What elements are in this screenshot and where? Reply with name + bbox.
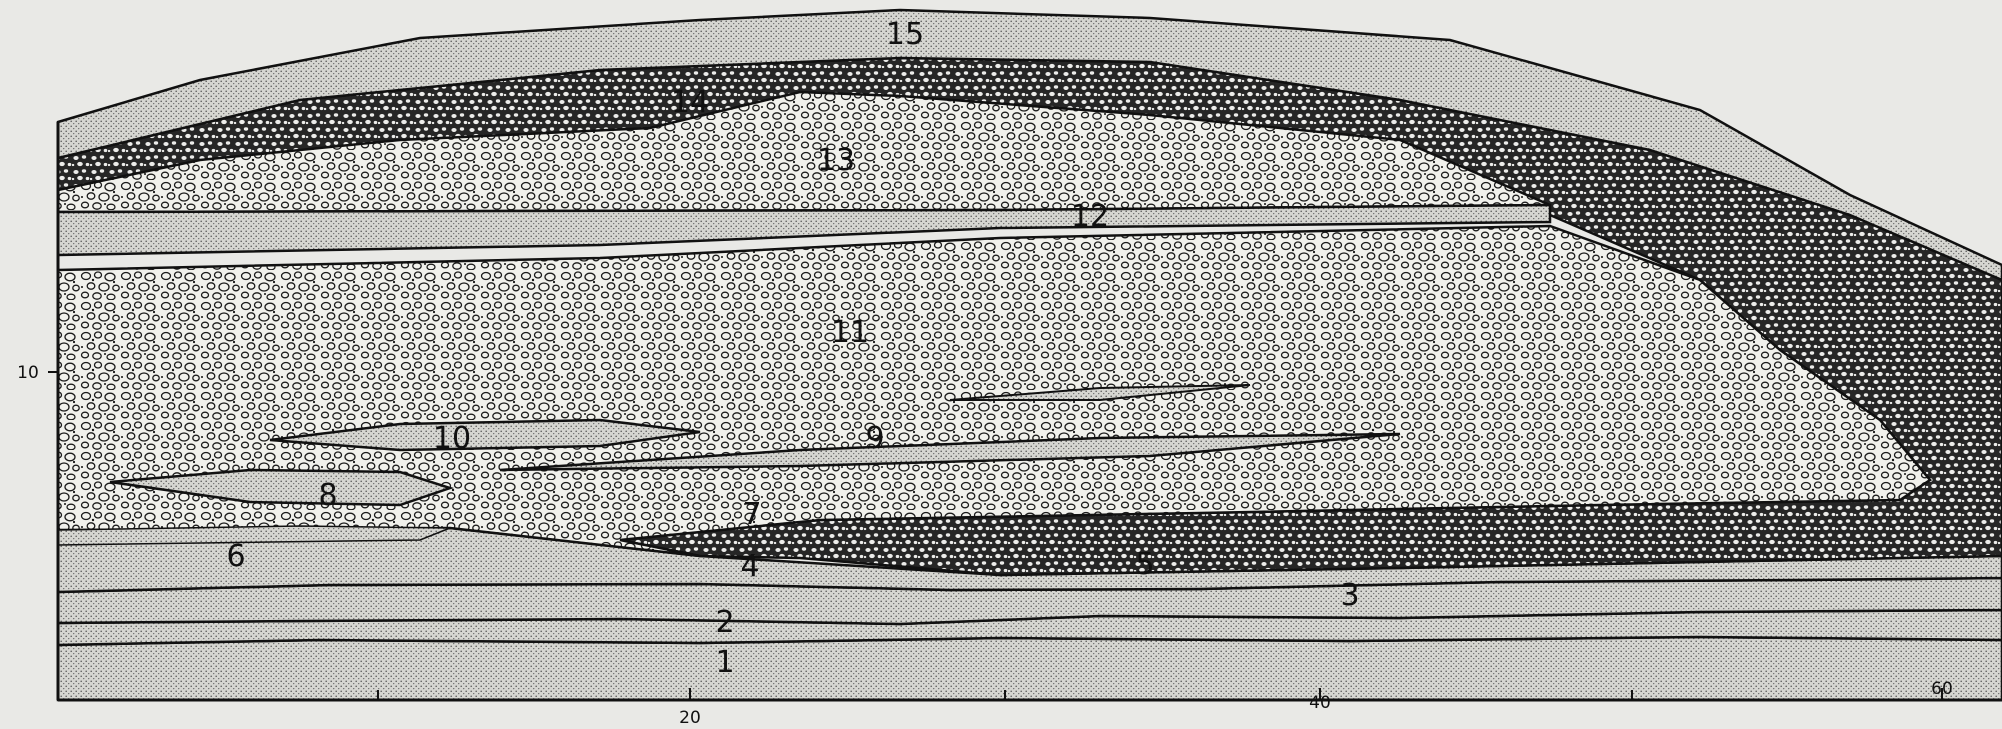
layer-label-5: 5 xyxy=(1135,547,1154,582)
layer-label-2: 2 xyxy=(715,605,734,640)
x-axis-label-40: 40 xyxy=(1309,693,1331,713)
layer-label-12: 12 xyxy=(1071,199,1109,234)
layer-label-3: 3 xyxy=(1340,578,1359,613)
layer-label-4: 4 xyxy=(740,549,759,584)
layer-label-14: 14 xyxy=(671,85,709,120)
x-axis-label-20: 20 xyxy=(679,708,701,728)
layer-label-13: 13 xyxy=(817,143,855,178)
layer-label-1: 1 xyxy=(715,645,734,680)
layer-label-8: 8 xyxy=(318,478,337,513)
layer-label-7: 7 xyxy=(742,497,761,532)
layer-label-15: 15 xyxy=(886,17,924,52)
layer-label-11: 11 xyxy=(831,315,869,350)
layer-label-6: 6 xyxy=(226,539,245,574)
y-axis-label-10: 10 xyxy=(17,363,39,383)
layer-1 xyxy=(58,637,2002,700)
x-axis-label-60: 60 xyxy=(1931,679,1953,699)
layer-label-9: 9 xyxy=(865,421,884,456)
layer-label-10: 10 xyxy=(433,421,471,456)
